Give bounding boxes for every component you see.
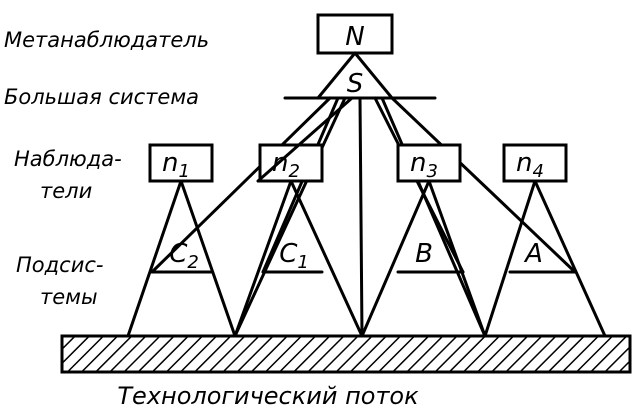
big-system-label: Большая система [4,85,199,109]
observer-node-3: n3 [410,148,438,182]
subsystems-label-line2: темы [40,285,98,309]
subsystem-node-c2: C2 [169,239,199,273]
observers-label-line2: тели [40,179,92,203]
observers-label-line1: Наблюда- [14,147,122,171]
system-rays [150,96,577,338]
subsystem-node-a: A [523,239,543,269]
meta-observer-node: N [345,22,364,52]
observer-node-4: n4 [516,148,544,182]
big-system-node: S [347,69,364,99]
subsystem-node-b: B [415,239,433,269]
flow-bar [60,334,632,374]
subsystems-label-line1: Подсис- [16,253,103,277]
flow-label: Технологический поток [117,382,419,410]
metaobserver-label: Метанаблюдатель [4,28,209,52]
big-system-triangle [316,51,394,100]
subsystem-triangles [126,96,607,338]
subsystem-node-c1: C1 [279,239,309,273]
observer-node-1: n1 [162,148,190,182]
observer-box-1 [148,143,214,183]
